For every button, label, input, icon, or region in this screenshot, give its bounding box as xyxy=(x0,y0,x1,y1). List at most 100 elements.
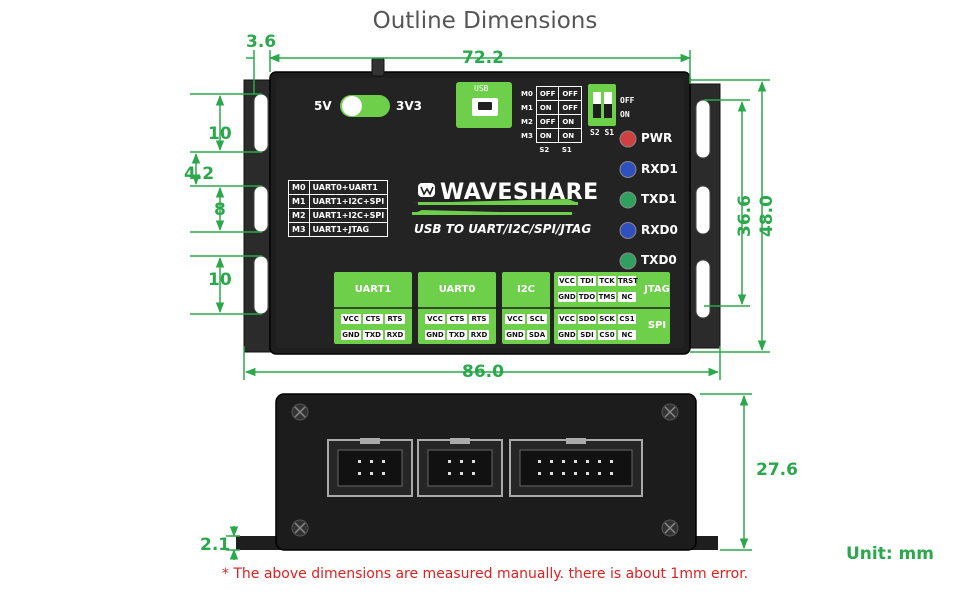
pin-spi-vcc: VCC xyxy=(558,314,576,324)
pin-uart0-txd: TXD xyxy=(447,330,467,340)
side-pin xyxy=(610,472,613,475)
device-side-view xyxy=(236,393,718,551)
pin-uart1-rts: RTS xyxy=(385,314,405,324)
side-pin xyxy=(448,460,451,463)
switch-table-cell: M0 xyxy=(521,89,533,98)
switch-table-cell: OFF xyxy=(535,86,560,101)
pin-i2c-scl: SCL xyxy=(527,314,547,324)
uart0-header-label: UART0 xyxy=(438,284,476,295)
brand-name: WAVESHARE xyxy=(440,180,599,205)
side-pin xyxy=(538,472,541,475)
pin-spi-sck: SCK xyxy=(598,314,616,324)
pin-uart0-vcc: VCC xyxy=(425,314,445,324)
unit-label: Unit: mm xyxy=(845,544,934,564)
pin-uart0-gnd: GND xyxy=(425,330,445,340)
side-pin xyxy=(448,472,451,475)
switch-table-cell: OFF xyxy=(558,100,582,115)
dim-body-height: 36.6 xyxy=(734,195,755,237)
led-group xyxy=(619,130,637,270)
side-pin xyxy=(370,460,373,463)
switch-table-cell: ON xyxy=(558,128,582,143)
measurement-note: * The above dimensions are measured manu… xyxy=(221,566,749,582)
dim-slot-height-a: 10 xyxy=(208,124,232,144)
pin-jtag-tms: TMS xyxy=(598,292,616,302)
usb-label: USB xyxy=(474,84,489,93)
i2c-header-label: I2C xyxy=(516,284,536,295)
voltage-3v3-label: 3V3 xyxy=(396,99,422,113)
switch-table-cell: M3 xyxy=(521,131,533,140)
dim-top-offset: 3.6 xyxy=(246,32,277,52)
switch-off-label: OFF xyxy=(620,96,635,105)
dim-total-width: 86.0 xyxy=(462,362,504,382)
dimension-lines xyxy=(190,50,770,560)
switch-table-cell: M2 xyxy=(521,117,533,126)
uart1-header-label: UART1 xyxy=(354,284,392,295)
mode-table-cell: UART1+JTAG xyxy=(308,222,389,237)
side-pin xyxy=(358,472,361,475)
side-pin xyxy=(460,460,463,463)
waveshare-logo-mark xyxy=(418,183,435,197)
led-rxd0 xyxy=(619,222,637,239)
led-label-txd0: TXD0 xyxy=(641,253,677,267)
side-pin xyxy=(370,472,373,475)
pin-uart1-gnd: GND xyxy=(341,330,361,340)
side-pin xyxy=(598,460,601,463)
pin-uart1-vcc: VCC xyxy=(341,314,361,324)
pin-i2c-gnd: GND xyxy=(505,330,525,340)
pin-uart1-cts: CTS xyxy=(363,314,383,324)
led-txd0 xyxy=(619,252,637,270)
switch-on-label: ON xyxy=(620,110,630,119)
led-label-rxd0: RXD0 xyxy=(641,222,678,237)
pin-uart0-cts: CTS xyxy=(447,314,467,324)
right-flange xyxy=(685,83,721,349)
pin-jtag-tdi: TDI xyxy=(578,276,596,286)
pin-uart1-txd: TXD xyxy=(363,330,383,340)
side-pin xyxy=(562,460,565,463)
pin-spi-gnd: GND xyxy=(558,330,576,340)
led-label-rxd1: RXD1 xyxy=(641,161,678,176)
switch-table-cell: M1 xyxy=(521,103,533,112)
switch-table-cell: ON xyxy=(535,100,560,115)
dim-top-width: 72.2 xyxy=(462,48,504,68)
side-pin xyxy=(562,472,565,475)
side-connector-pins xyxy=(358,460,613,475)
mode-table-cell: UART1+I2C+SPI xyxy=(308,194,389,209)
pin-jtag-nc: NC xyxy=(618,292,636,302)
pin-spi-cs0: CS0 xyxy=(598,330,616,340)
diagram-title: Outline Dimensions xyxy=(372,8,598,34)
dim-slot-height-b: 8 xyxy=(214,200,226,220)
side-pin xyxy=(598,472,601,475)
dim-slot-height-c: 10 xyxy=(208,270,232,290)
mode-table-cell: M0 xyxy=(288,180,310,195)
voltage-switch xyxy=(340,95,390,117)
voltage-5v-label: 5V xyxy=(314,99,332,113)
switch-names-label: S2 S1 xyxy=(590,128,615,137)
pin-jtag-trst: TRST xyxy=(618,276,638,286)
switch-table-cell: S2 xyxy=(539,145,550,154)
led-rxd1 xyxy=(619,161,637,178)
direction-arrows xyxy=(412,199,578,215)
side-pin xyxy=(472,460,475,463)
dim-slot-gap: 4.2 xyxy=(184,164,215,184)
side-pin xyxy=(610,460,613,463)
dim-flange-thickness: 2.1 xyxy=(200,535,231,555)
side-pin xyxy=(538,460,541,463)
pin-spi-sdi: SDI xyxy=(578,330,596,340)
device-subtitle: USB TO UART/I2C/SPI/JTAG xyxy=(414,222,592,236)
switch-table-cell: ON xyxy=(535,128,560,143)
pin-spi-sdo: SDO xyxy=(578,314,596,324)
led-label-txd1: TXD1 xyxy=(641,192,677,206)
switch-table-cell: OFF xyxy=(535,114,560,129)
switch-table-cell xyxy=(518,143,536,157)
pin-uart1-rxd: RXD xyxy=(385,330,405,340)
mode-table-cell: M1 xyxy=(288,194,310,209)
